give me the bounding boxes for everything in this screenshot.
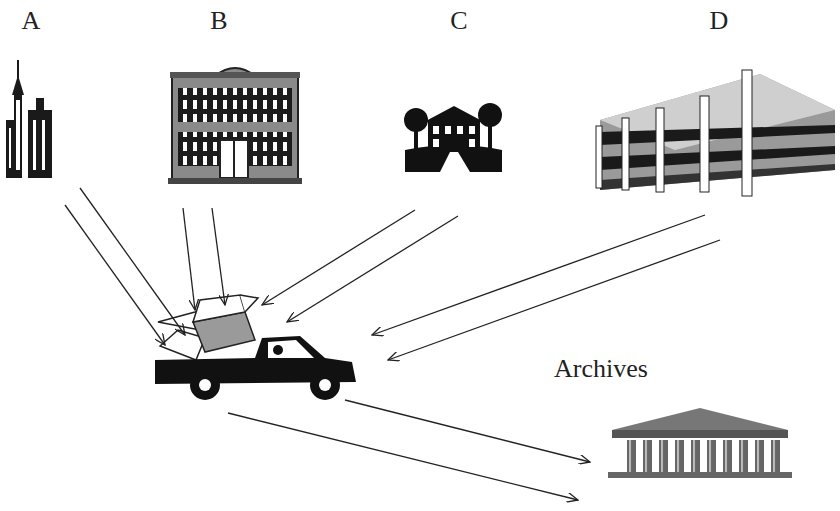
skyscraper-icon	[6, 60, 52, 178]
pickup-truck-icon	[155, 295, 356, 400]
school-building-icon	[168, 68, 302, 184]
group-letter: D	[710, 8, 729, 34]
group-letter: B	[210, 8, 227, 34]
group-letter: A	[22, 8, 41, 34]
archives-label: Archives	[554, 356, 648, 382]
office-building-icon	[596, 70, 835, 196]
group-letter: C	[450, 8, 467, 34]
archives-building-icon	[608, 408, 792, 478]
flow-arrows	[65, 188, 720, 500]
house-icon	[404, 103, 502, 172]
